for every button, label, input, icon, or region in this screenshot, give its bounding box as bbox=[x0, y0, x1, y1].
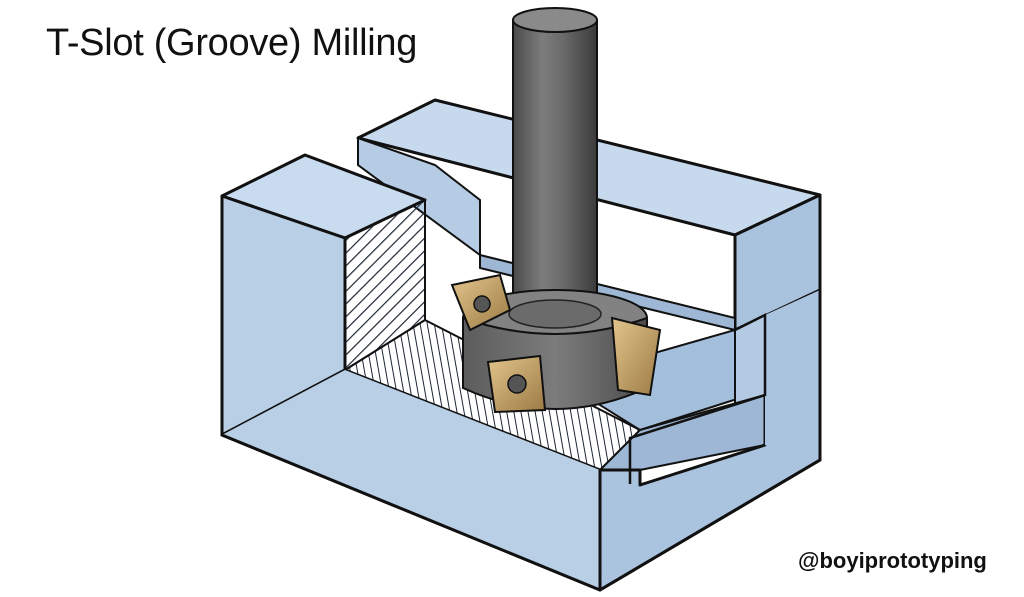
carbide-insert-right-icon bbox=[610, 316, 662, 397]
carbide-insert-left-icon bbox=[450, 273, 512, 332]
t-slot-cutter bbox=[450, 7, 662, 414]
watermark-credit: @boyiprototyping bbox=[798, 548, 987, 573]
diagram-title: T-Slot (Groove) Milling bbox=[46, 22, 418, 64]
carbide-insert-front-icon bbox=[486, 354, 547, 414]
